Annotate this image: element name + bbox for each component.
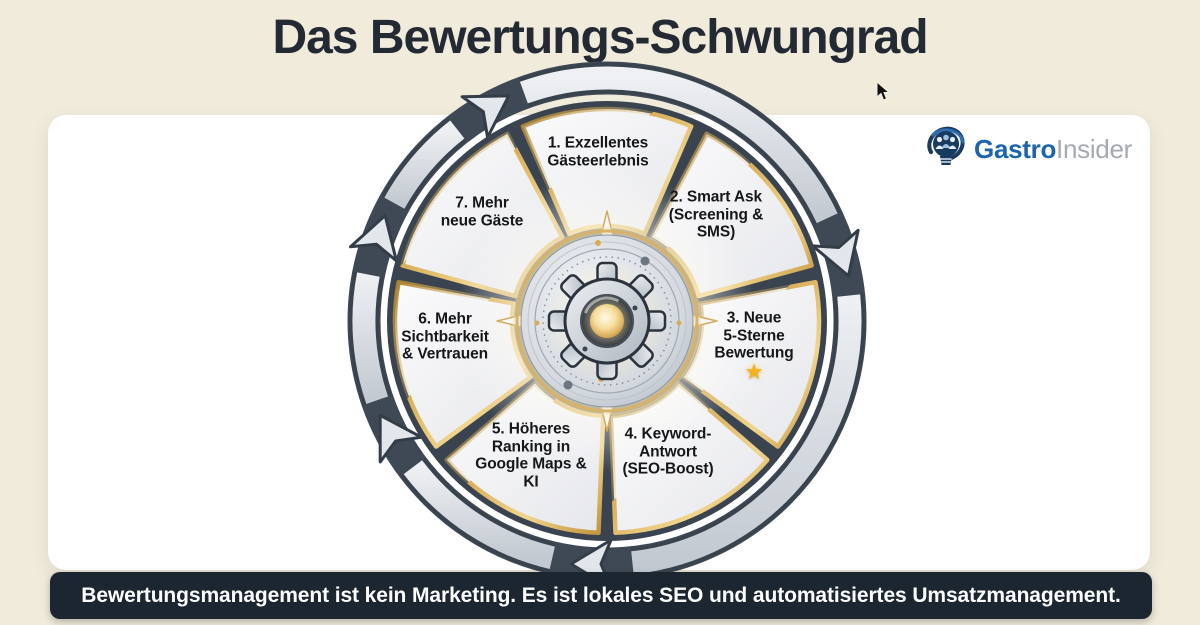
cursor-icon xyxy=(876,80,892,107)
footer-text: Bewertungsmanagement ist kein Marketing.… xyxy=(81,583,1121,607)
segment-label-4: 4. Keyword- Antwort (SEO-Boost) xyxy=(622,425,714,478)
segment-label-1: 1. Exzellentes Gästeerlebnis xyxy=(547,134,649,169)
segment-label-6: 6. Mehr Sichtbarkeit & Vertrauen xyxy=(401,310,489,363)
brand-name-light: Insider xyxy=(1056,133,1132,164)
brand-logo: GastroInsider xyxy=(925,125,1132,174)
star-icon: ★ xyxy=(744,360,764,384)
segment-label-5: 5. Höheres Ranking in Google Maps & KI xyxy=(475,420,587,491)
footer-banner: Bewertungsmanagement ist kein Marketing.… xyxy=(50,572,1152,619)
flywheel-svg xyxy=(347,61,867,590)
brand-name: GastroInsider xyxy=(974,134,1132,165)
center-orb xyxy=(590,304,624,338)
lightbulb-people-icon xyxy=(925,125,967,174)
segment-label-2: 2. Smart Ask (Screening & SMS) xyxy=(668,188,764,241)
flywheel-gear-icon xyxy=(547,261,667,381)
page-title: Das Bewertungs-Schwungrad xyxy=(272,11,928,64)
segment-label-3: 3. Neue 5-Sterne Bewertung xyxy=(714,309,794,362)
hub xyxy=(513,227,701,415)
brand-name-bold: Gastro xyxy=(974,133,1057,164)
segment-label-7: 7. Mehr neue Gäste xyxy=(440,194,524,229)
flywheel-diagram xyxy=(347,61,867,590)
